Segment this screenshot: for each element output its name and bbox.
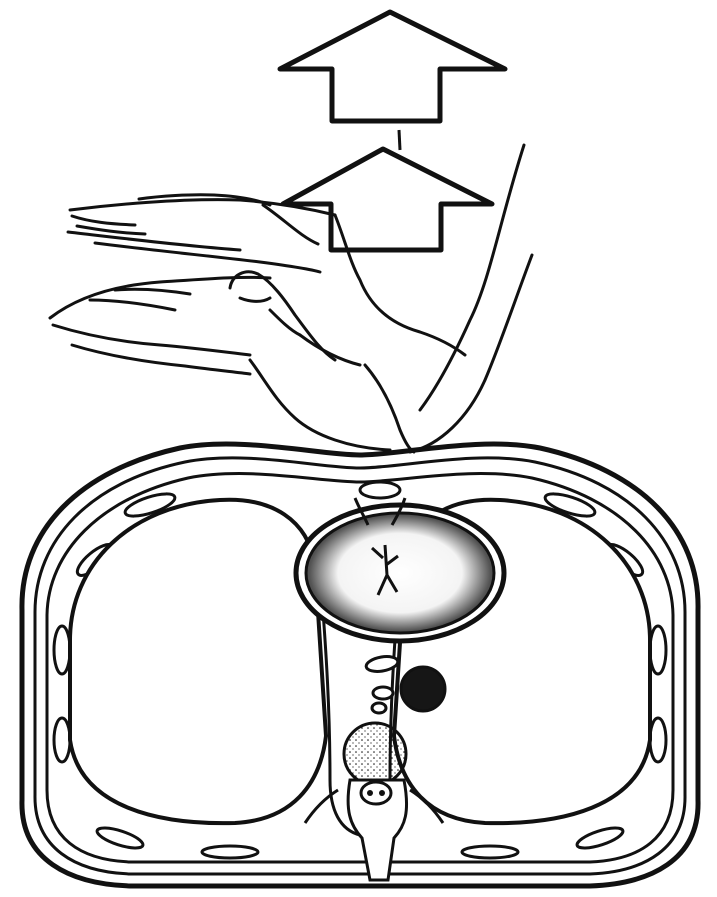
- heart: [296, 505, 504, 641]
- upper-up-arrow-icon: [280, 12, 505, 121]
- arrow-connector-line: [399, 130, 400, 150]
- aorta: [401, 667, 445, 711]
- lower-up-arrow-icon: [283, 149, 492, 250]
